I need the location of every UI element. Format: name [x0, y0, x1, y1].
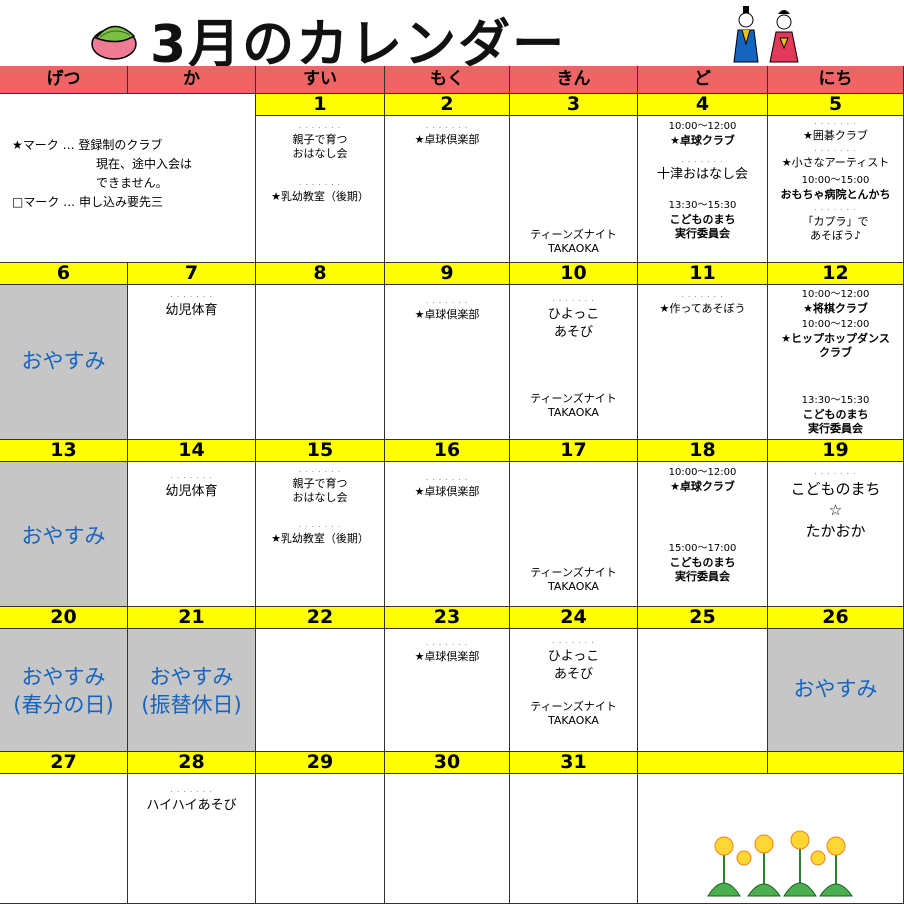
day-cell-20: おやすみ (春分の日): [0, 629, 128, 752]
closed-label: おやすみ: [21, 349, 106, 373]
day-number: 2: [385, 94, 510, 116]
day-number: 14: [128, 440, 256, 462]
weekday-sat: ど: [638, 66, 768, 94]
day-cell-26: おやすみ: [768, 629, 904, 752]
day-number: 21: [128, 607, 256, 629]
day-cell-30: [385, 774, 510, 904]
weekday-wed: すい: [256, 66, 385, 94]
day-number: 26: [768, 607, 904, 629]
day-cell-29: [256, 774, 385, 904]
day-number: [638, 752, 768, 774]
day-cell-27: [0, 774, 128, 904]
weekday-thu: もく: [385, 66, 510, 94]
weekday-mon: げつ: [0, 66, 128, 94]
calendar-grid: げつ か すい もく きん ど にち 1 2 3 4 5 ★マーク … 登録制の…: [0, 66, 904, 904]
day-number: 6: [0, 263, 128, 285]
day-number: 20: [0, 607, 128, 629]
hina-dolls-icon: [733, 6, 799, 63]
day-number: 27: [0, 752, 128, 774]
day-cell-19: · · · · · · · こどものまち ☆ たかおか: [768, 462, 904, 607]
day-cell-17: ティーンズナイト TAKAOKA: [510, 462, 638, 607]
day-number: 25: [638, 607, 768, 629]
day-number: 10: [510, 263, 638, 285]
day-cell-6: おやすみ: [0, 285, 128, 440]
day-number: [768, 752, 904, 774]
day-cell-14: · · · · · · · 幼児体育: [128, 462, 256, 607]
day-cell-10: · · · · · · · ひよっこ あそび ティーンズナイト TAKAOKA: [510, 285, 638, 440]
page-header: 3月のカレンダー: [0, 0, 904, 75]
closed-label: おやすみ: [21, 524, 106, 548]
day-number: 3: [510, 94, 638, 116]
day-cell-9: · · · · · · · ★卓球倶楽部: [385, 285, 510, 440]
day-number: 13: [0, 440, 128, 462]
weekday-tue: か: [128, 66, 256, 94]
day-cell-16: · · · · · · · ★卓球倶楽部: [385, 462, 510, 607]
dandelion-icon: [707, 830, 853, 897]
day-cell-4: 10:00～12:00 ★卓球クラブ · · · · · · · 十津おはなし会…: [638, 116, 768, 263]
day-number: 7: [128, 263, 256, 285]
day-number: 4: [638, 94, 768, 116]
day-cell-18: 10:00～12:00 ★卓球クラブ 15:00～17:00 こどものまち 実行…: [638, 462, 768, 607]
day-number: 11: [638, 263, 768, 285]
day-number: 5: [768, 94, 904, 116]
day-number: 19: [768, 440, 904, 462]
day-number: 9: [385, 263, 510, 285]
day-number: 29: [256, 752, 385, 774]
day-cell-23: · · · · · · · ★卓球倶楽部: [385, 629, 510, 752]
day-number: 31: [510, 752, 638, 774]
day-cell-21: おやすみ (振替休日): [128, 629, 256, 752]
day-cell-31: [510, 774, 638, 904]
legend-line: 現在、途中入会は: [96, 157, 193, 171]
day-number: 8: [256, 263, 385, 285]
day-number: 23: [385, 607, 510, 629]
day-number: 1: [256, 94, 385, 116]
day-cell-12: 10:00～12:00 ★将棋クラブ 10:00～12:00 ★ヒップホップダン…: [768, 285, 904, 440]
day-cell-1: · · · · · · · 親子で育つ おはなし会 · · · · · · · …: [256, 116, 385, 263]
day-cell-15: · · · · · · · 親子で育つ おはなし会 · · · · · · · …: [256, 462, 385, 607]
legend-box: ★マーク … 登録制のクラブ 現在、途中入会は できません。 □マーク … 申し…: [0, 94, 256, 263]
day-number: 30: [385, 752, 510, 774]
day-cell-2: · · · · · · · ★卓球倶楽部: [385, 116, 510, 263]
day-cell-25: [638, 629, 768, 752]
dandelion-area: [638, 774, 904, 904]
day-cell-24: · · · · · · · ひよっこ あそび ティーンズナイト TAKAOKA: [510, 629, 638, 752]
day-cell-28: · · · · · · · ハイハイあそび: [128, 774, 256, 904]
day-number: 24: [510, 607, 638, 629]
day-number: 28: [128, 752, 256, 774]
day-number: 12: [768, 263, 904, 285]
legend-line: □マーク … 申し込み要先三: [12, 195, 163, 209]
day-cell-11: · · · · · · · ★作ってあそぼう: [638, 285, 768, 440]
day-number: 18: [638, 440, 768, 462]
day-number: 22: [256, 607, 385, 629]
sakura-mochi-icon: [91, 25, 137, 60]
weekday-sun: にち: [768, 66, 904, 94]
day-cell-7: · · · · · · · 幼児体育: [128, 285, 256, 440]
weekday-fri: きん: [510, 66, 638, 94]
day-number: 16: [385, 440, 510, 462]
day-cell-22: [256, 629, 385, 752]
day-number: 15: [256, 440, 385, 462]
legend-line: ★マーク … 登録制のクラブ: [12, 138, 163, 152]
day-cell-3: ティーンズナイト TAKAOKA: [510, 116, 638, 263]
page-title: 3月のカレンダー: [150, 15, 567, 75]
day-cell-8: [256, 285, 385, 440]
day-cell-5: · · · · · · · ★囲碁クラブ · · · · · · · ★小さなア…: [768, 116, 904, 263]
day-cell-13: おやすみ: [0, 462, 128, 607]
day-number: 17: [510, 440, 638, 462]
legend-line: できません。: [96, 176, 168, 190]
